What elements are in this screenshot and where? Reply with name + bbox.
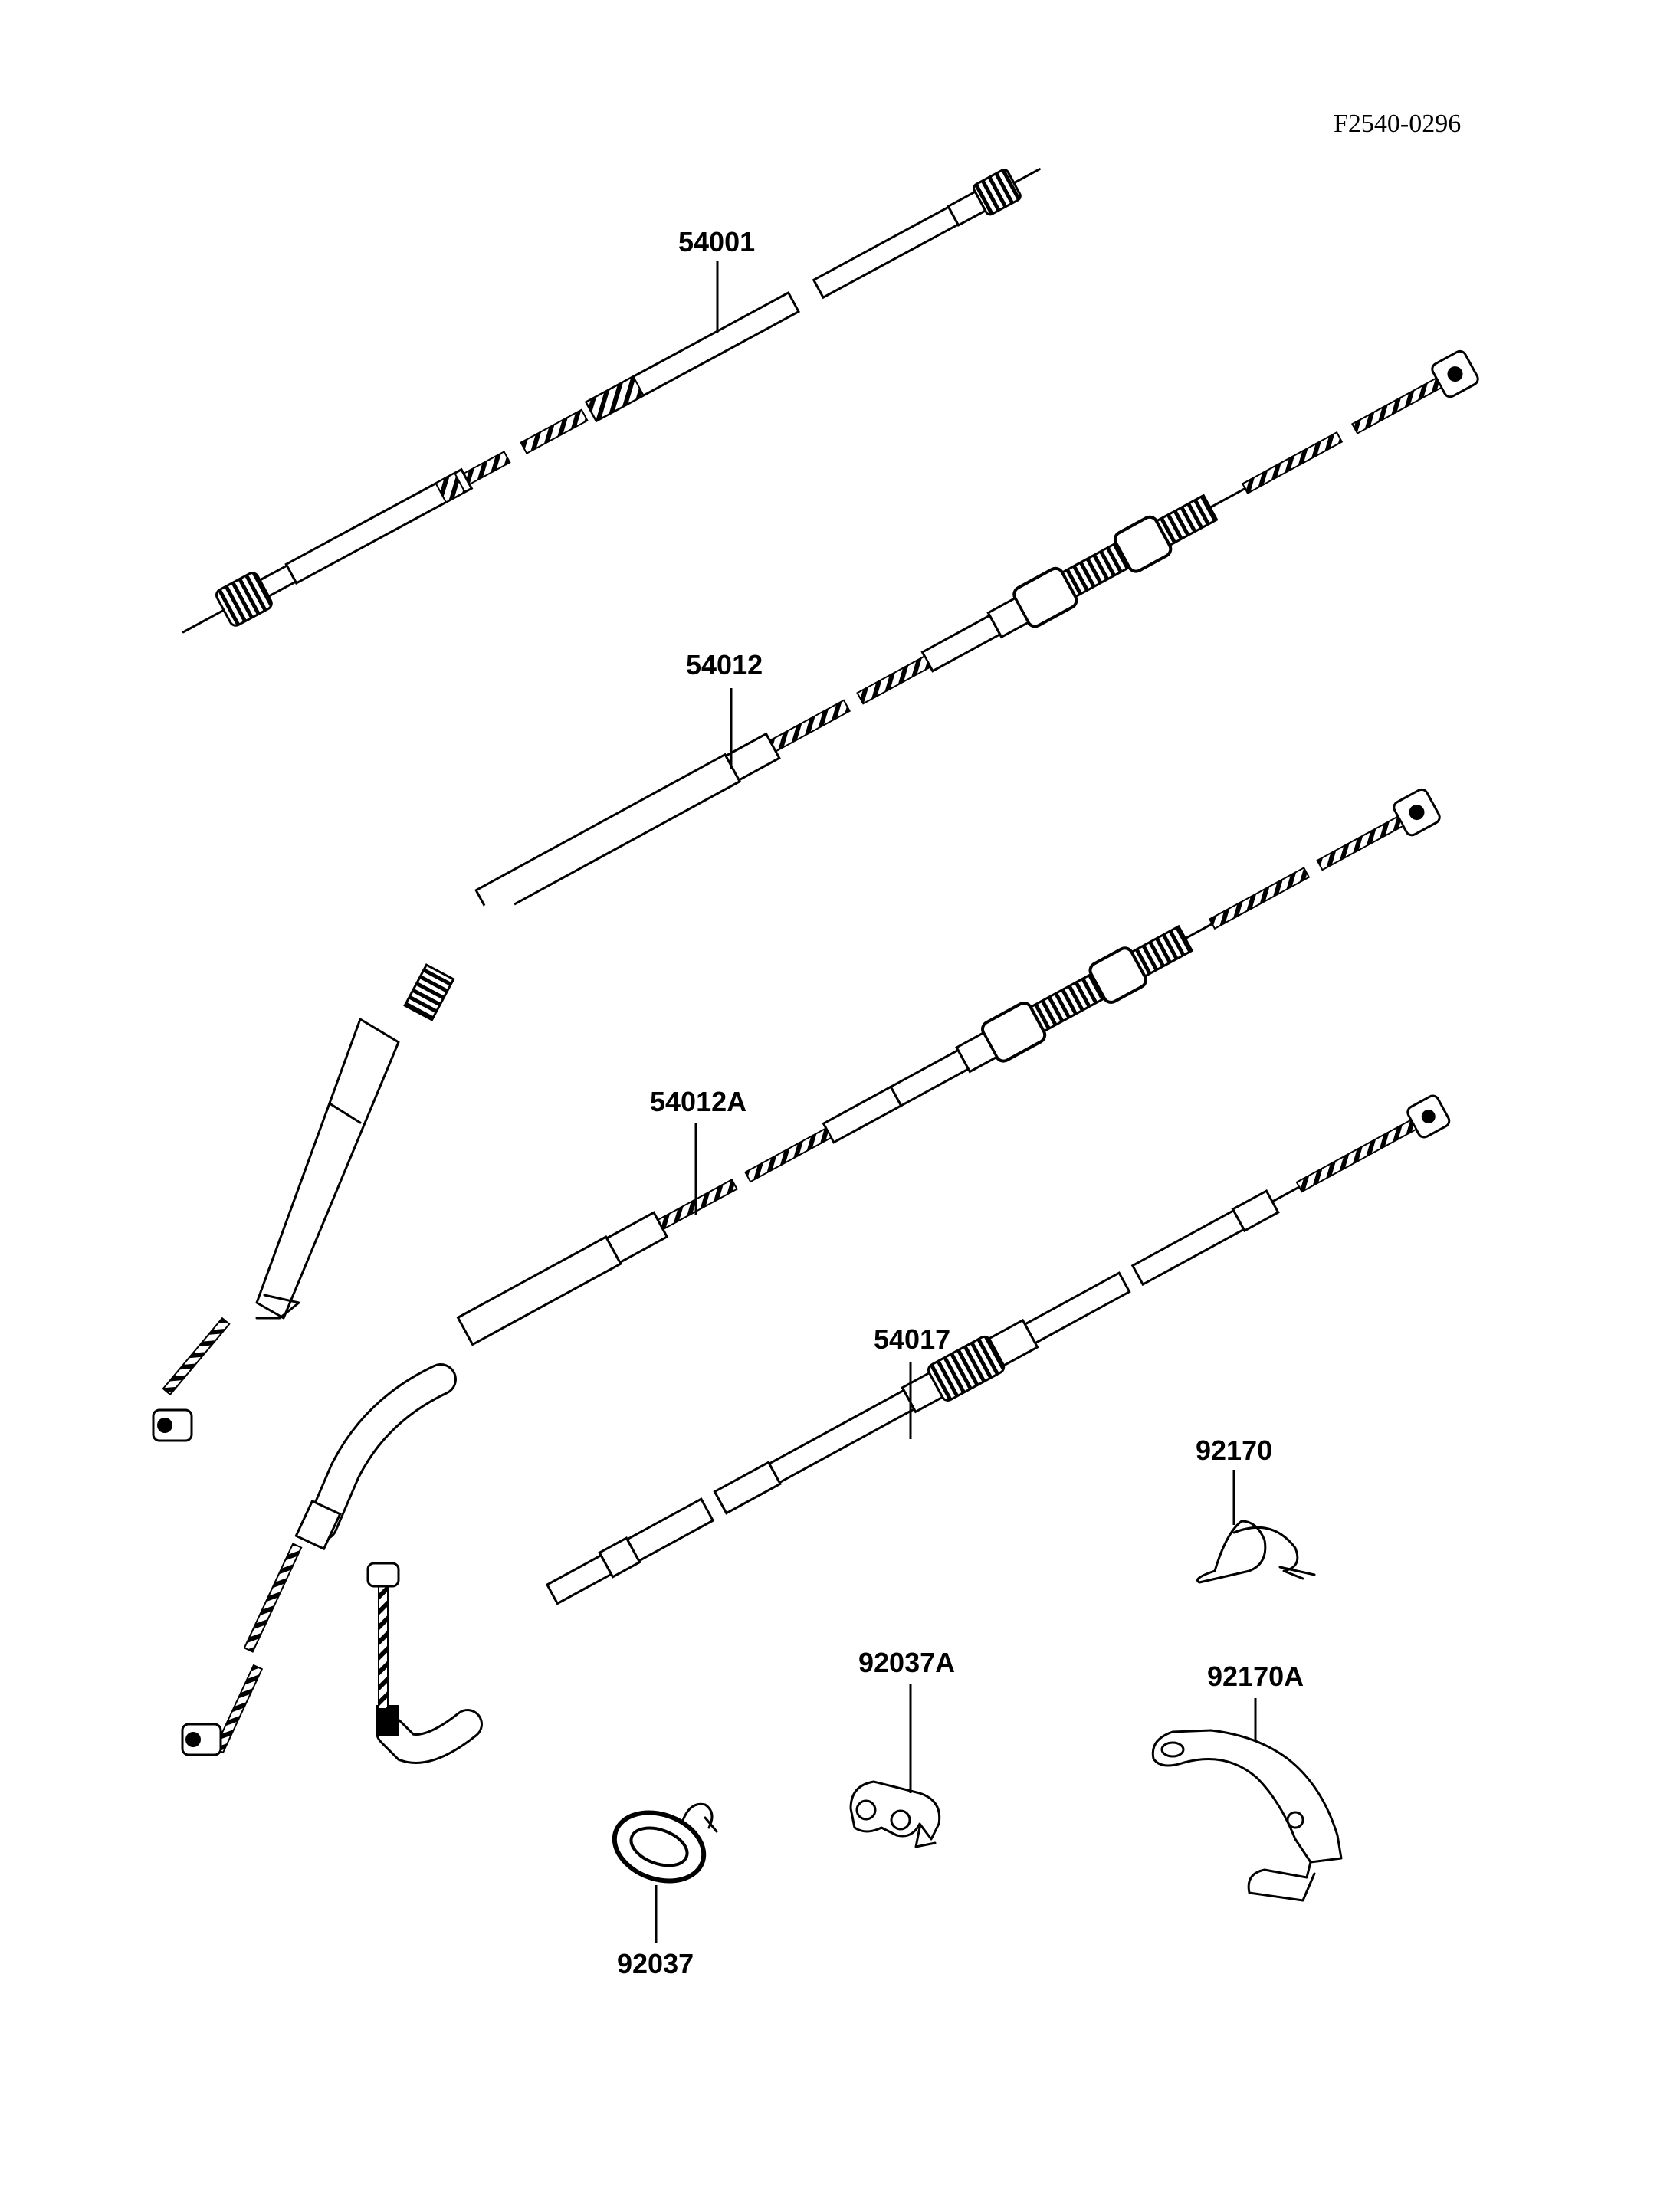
part-label-54012: 54012 — [686, 649, 763, 680]
speedometer-cable — [182, 168, 1041, 634]
part-label-92170a: 92170A — [1207, 1661, 1304, 1692]
clutch-cable-alt — [181, 788, 1441, 1756]
choke-cable — [366, 1094, 1451, 1764]
part-label-54001: 54001 — [678, 226, 755, 257]
part-label-54017: 54017 — [874, 1323, 950, 1355]
cable-grommet — [612, 1802, 718, 1884]
figure-code: F2540-0296 — [1334, 110, 1461, 138]
clutch-cable — [152, 349, 1479, 1442]
wire-clip — [1196, 1520, 1316, 1584]
part-label-92037a: 92037A — [858, 1647, 955, 1678]
part-label-92037: 92037 — [617, 1948, 694, 1979]
part-label-92170: 92170 — [1196, 1435, 1272, 1466]
double-clamp — [849, 1780, 941, 1848]
bracket-plate — [1151, 1729, 1343, 1902]
part-label-54012a: 54012A — [650, 1086, 746, 1117]
